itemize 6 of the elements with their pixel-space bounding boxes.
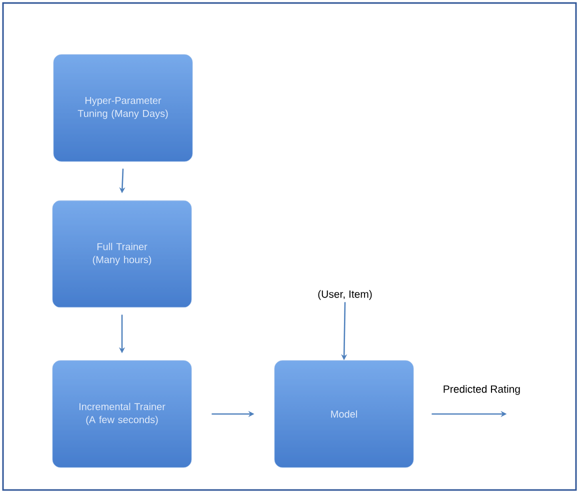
process-box: Model [274,360,414,468]
process-box: Hyper-Parameter Tuning (Many Days) [53,54,193,162]
input-label: (User, Item) [318,290,372,300]
process-box: Full Trainer (Many hours) [52,200,192,308]
process-box: Incremental Trainer (A few seconds) [52,360,192,468]
edge-label: Predicted Rating [442,384,522,396]
